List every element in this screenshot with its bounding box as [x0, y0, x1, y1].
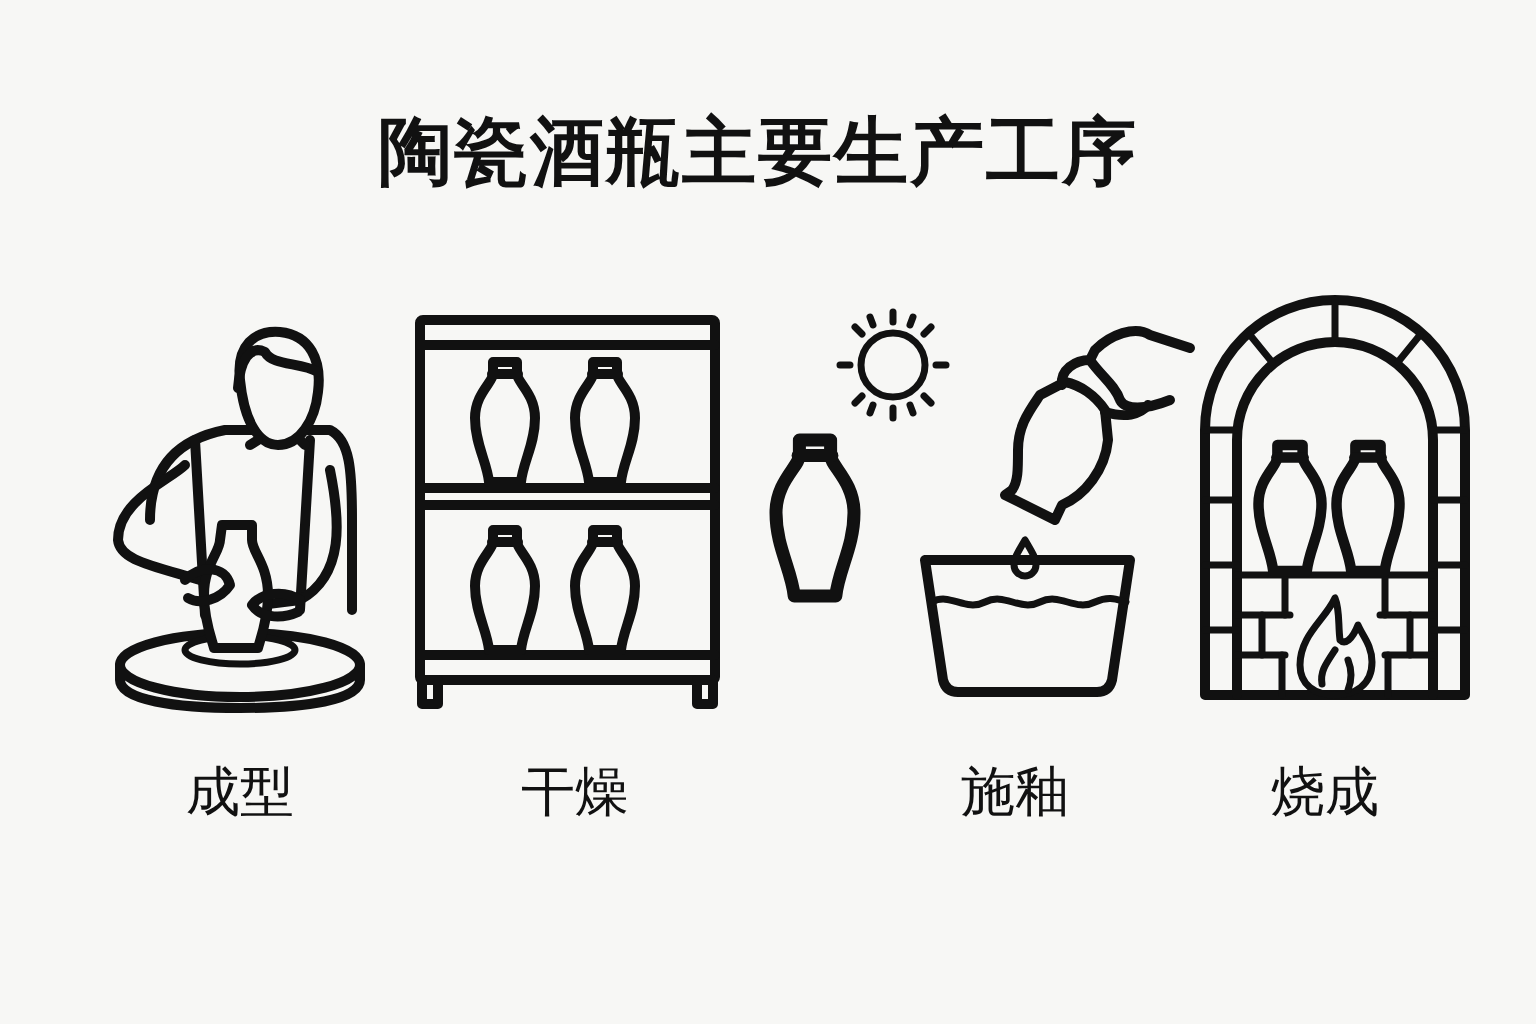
potter-figure — [118, 332, 360, 708]
step-label: 烧成 — [1271, 762, 1379, 821]
diagram-title: 陶瓷酒瓶主要生产工序 — [378, 111, 1138, 192]
step-label: 成型 — [186, 762, 294, 821]
kiln — [1205, 300, 1465, 695]
step-label: 施釉 — [961, 762, 1069, 821]
step-label: 干燥 — [521, 762, 629, 821]
sun-drying — [776, 312, 946, 596]
glazing-basin — [925, 331, 1190, 692]
drying-shelf — [420, 320, 715, 704]
